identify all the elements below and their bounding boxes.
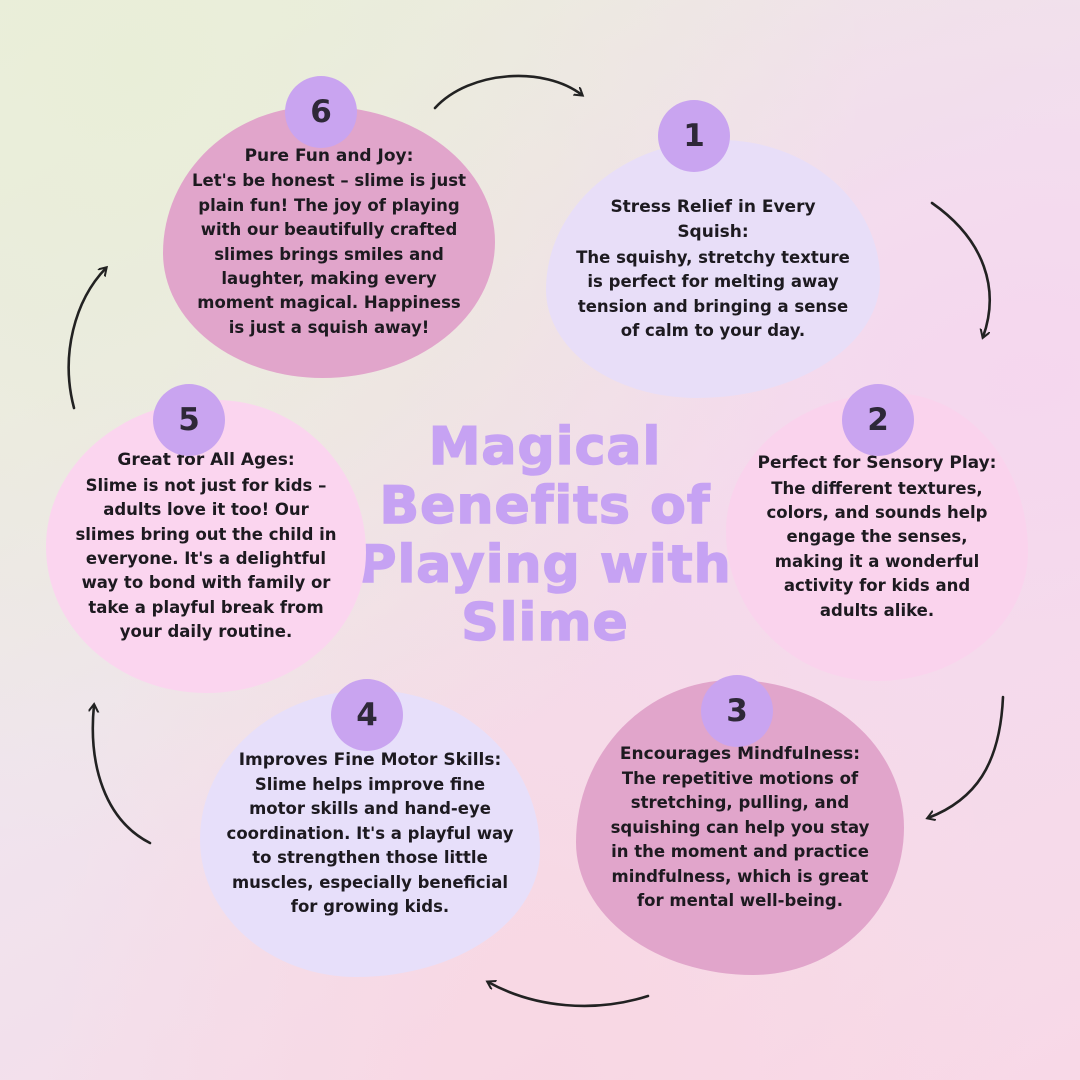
benefit-body: Let's be honest – slime is just plain fu…	[191, 171, 466, 337]
benefit-blob-motor-skills: Improves Fine Motor Skills: Slime helps …	[200, 690, 540, 977]
benefit-heading: Perfect for Sensory Play:	[757, 453, 997, 474]
benefit-number-badge: 2	[842, 384, 914, 456]
arrow-2-to-3	[928, 695, 1005, 818]
benefit-number-badge: 5	[153, 384, 225, 456]
benefit-heading: Stress Relief in Every Squish:	[610, 196, 816, 243]
arrow-3-to-4	[488, 982, 650, 1008]
benefit-number-badge: 6	[285, 76, 357, 148]
benefit-body: Slime helps improve fine motor skills an…	[226, 775, 514, 917]
benefit-heading: Improves Fine Motor Skills:	[238, 749, 502, 770]
arrow-5-to-6	[67, 268, 106, 410]
benefit-number-badge: 4	[331, 679, 403, 751]
benefit-number-badge: 1	[658, 100, 730, 172]
benefit-body: Slime is not just for kids – adults love…	[75, 475, 337, 642]
benefit-blob-sensory-play: Perfect for Sensory Play: The different …	[726, 393, 1028, 681]
benefit-body: The different textures, colors, and soun…	[766, 478, 988, 620]
benefit-number-badge: 3	[701, 675, 773, 747]
page-title: Magical Benefits of Playing with Slime	[358, 417, 732, 654]
benefit-body: The squishy, stretchy texture is perfect…	[576, 247, 850, 340]
arrow-1-to-2	[930, 201, 991, 337]
benefit-blob-stress-relief: Stress Relief in Every Squish: The squis…	[546, 140, 880, 398]
benefit-blob-fun-and-joy: Pure Fun and Joy: Let's be honest – slim…	[163, 106, 495, 378]
benefit-heading: Pure Fun and Joy:	[244, 145, 414, 166]
benefit-heading: Great for All Ages:	[117, 450, 295, 471]
arrow-6-to-1	[433, 74, 582, 110]
benefit-body: The repetitive motions of stretching, pu…	[610, 769, 870, 911]
benefit-heading: Encourages Mindfulness:	[619, 743, 861, 764]
arrow-4-to-5	[93, 705, 152, 845]
